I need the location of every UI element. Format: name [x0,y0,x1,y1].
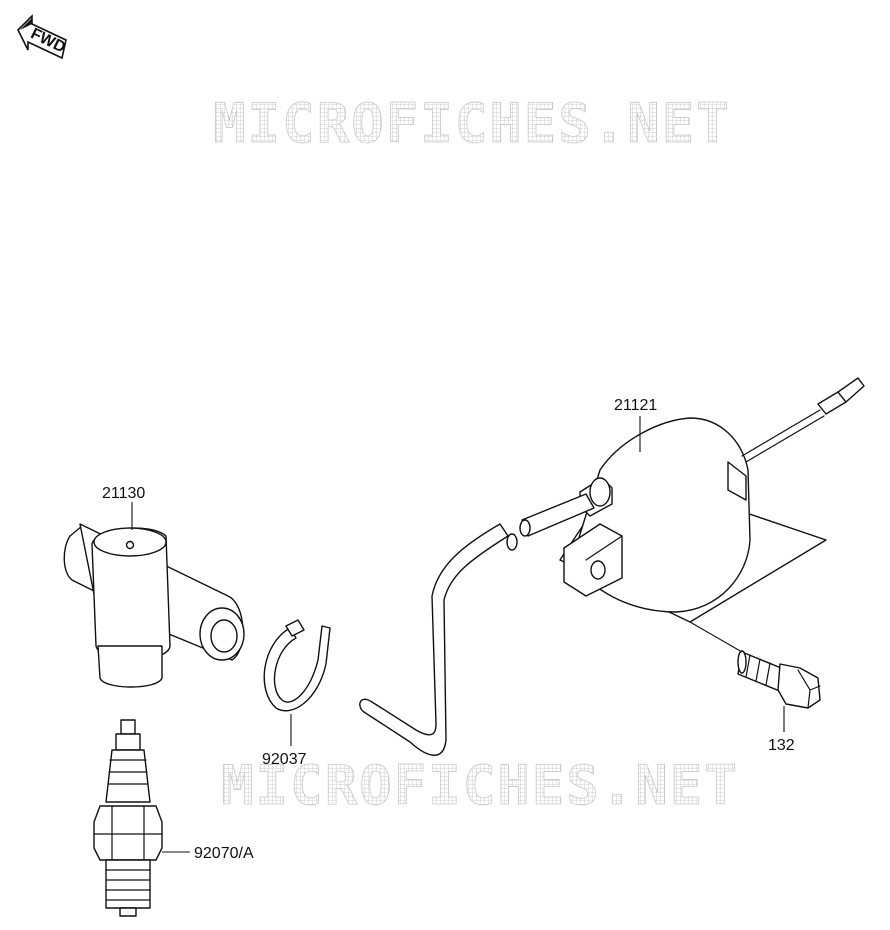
watermark-bottom: MICROFICHES.NET [221,754,739,817]
ht-lead-cable [359,493,595,756]
spark-plug [93,719,163,917]
part-label-92037: 92037 [262,751,307,768]
watermark-top: MICROFICHES.NET [213,92,731,155]
ignition-coil [559,377,865,623]
part-label-132: 132 [768,737,795,754]
spark-plug-cap [63,523,245,688]
part-label-21130: 21130 [102,485,145,502]
part-label-92070a: 92070/A [194,845,254,862]
bolt [689,621,821,709]
fwd-arrow-icon: FWD [17,14,68,60]
clamp-band [263,619,331,712]
part-label-21121: 21121 [614,397,657,414]
